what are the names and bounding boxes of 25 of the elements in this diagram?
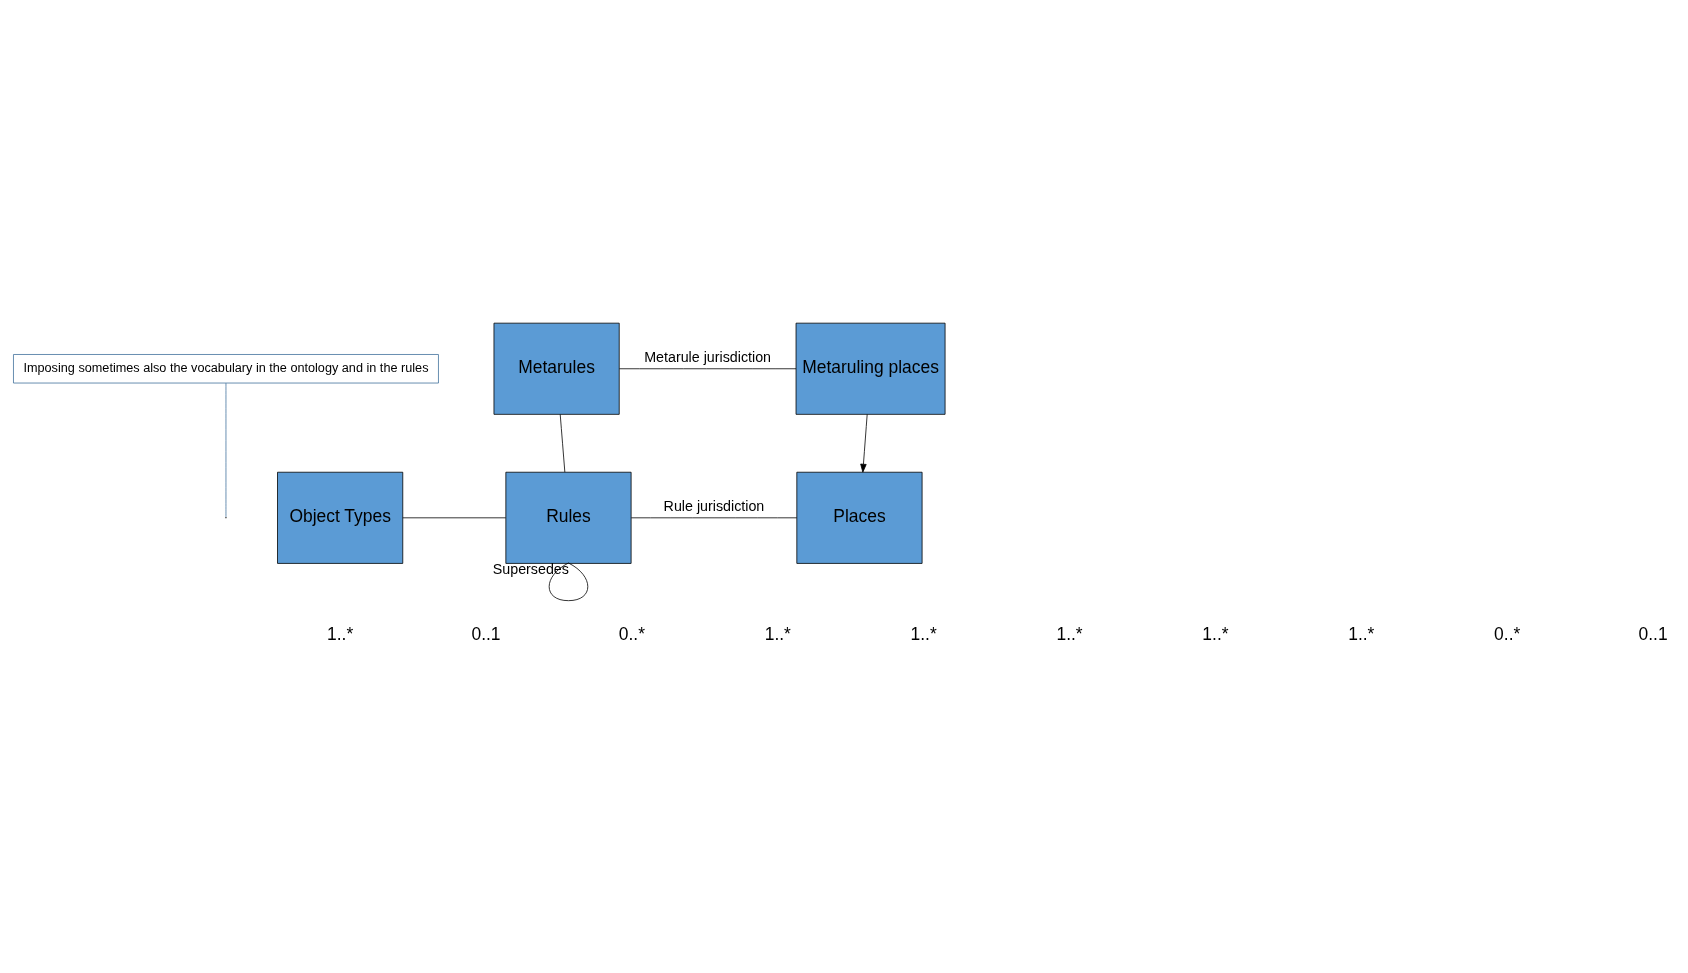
label: 0..* <box>618 624 645 644</box>
connector <box>402 517 507 519</box>
node-box: Object Types <box>277 471 404 564</box>
label: 1..* <box>910 624 937 644</box>
node-box: Places <box>796 471 923 564</box>
edge-label: Rule jurisdiction <box>663 498 765 514</box>
label: 1..* <box>1348 624 1375 644</box>
node-box: Metaruling places <box>795 322 946 415</box>
connector <box>618 368 797 370</box>
connector <box>630 517 798 519</box>
node-box: Rules <box>505 471 632 564</box>
connector <box>559 414 566 473</box>
label: 1..* <box>1202 624 1229 644</box>
label: 0..1 <box>471 624 501 644</box>
node-box: Imposing sometimes also the vocabulary in the ontology and in the rules <box>13 354 439 384</box>
label: 0..1 <box>1638 624 1668 644</box>
connector <box>548 562 589 602</box>
connector <box>225 382 227 518</box>
node-box: Metarules <box>493 322 620 415</box>
label: 1..* <box>327 624 354 644</box>
arrow <box>860 414 868 473</box>
label: 1..* <box>764 624 791 644</box>
label: 1..* <box>1056 624 1083 644</box>
edge-label: Metarule jurisdiction <box>644 348 772 365</box>
label: 0..* <box>1494 624 1521 644</box>
